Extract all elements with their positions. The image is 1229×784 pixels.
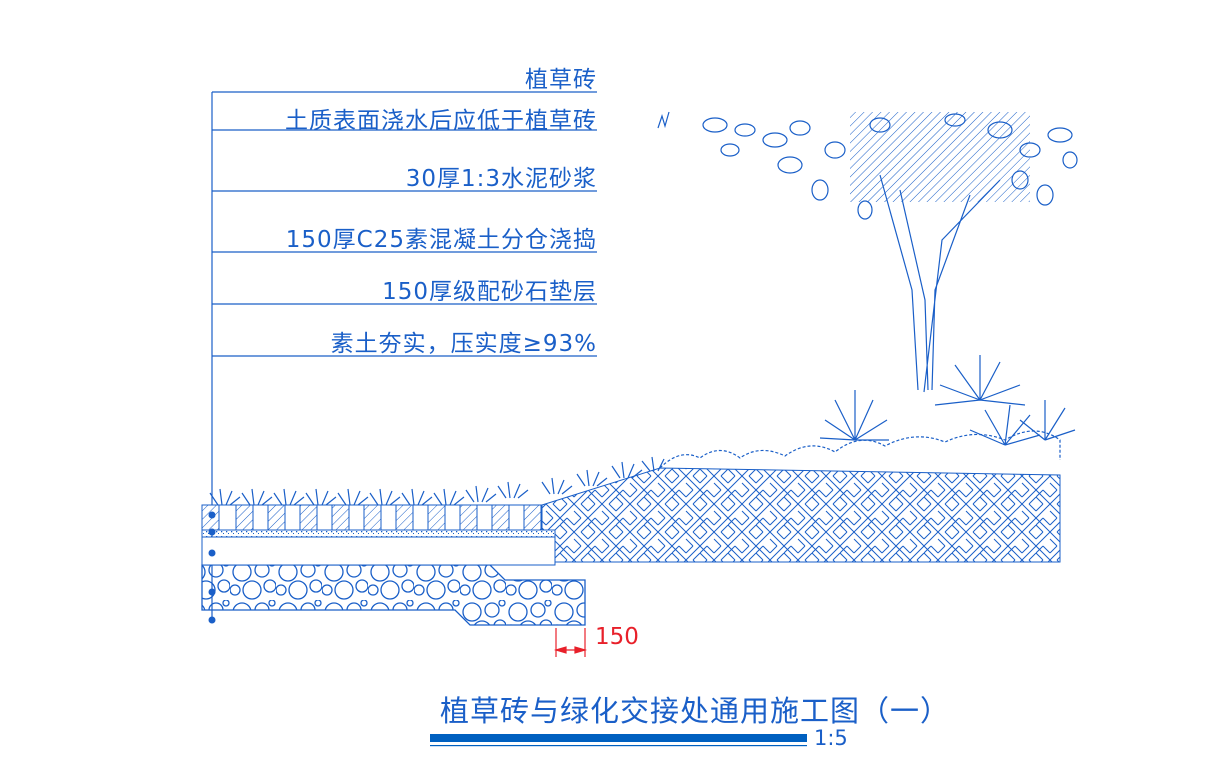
label-mortar: 30厚1:3水泥砂浆 (405, 166, 597, 192)
label-gravel: 150厚级配砂石垫层 (382, 279, 597, 305)
label-grass-paver: 植草砖 (525, 67, 597, 93)
label-soil: 素土夯实，压实度≥93% (330, 331, 597, 357)
label-soil-surface: 土质表面浇水后应低于植草砖 (285, 108, 597, 134)
dimension-line (553, 628, 588, 657)
drawing-scale: 1:5 (814, 726, 848, 750)
title-underline-thin (430, 745, 807, 747)
grass-pavers (201, 504, 543, 531)
tree (657, 111, 1078, 393)
concrete-layer (201, 536, 556, 566)
leader-dots (208, 511, 216, 624)
dimension-text: 150 (595, 624, 639, 650)
compacted-soil (541, 467, 1061, 563)
gravel-layer (201, 564, 586, 626)
title-underline-thick (430, 734, 807, 742)
label-concrete: 150厚C25素混凝土分仓浇捣 (285, 227, 597, 253)
grass-tufts (209, 456, 665, 506)
shrubs (659, 355, 1076, 469)
drawing-title: 植草砖与绿化交接处通用施工图（一） (440, 694, 951, 728)
mortar-layer (201, 529, 556, 538)
